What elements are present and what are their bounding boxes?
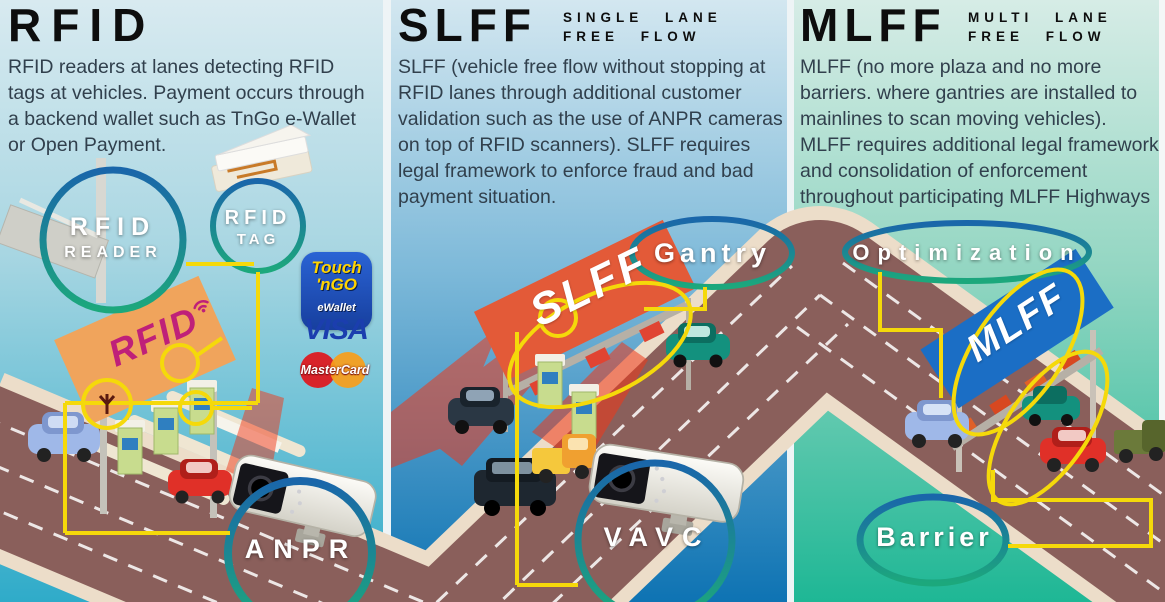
rfid-reader-callout-line1: RFID	[69, 213, 157, 241]
gantry-ellipse	[629, 216, 795, 290]
rfid-tag-callout-line1: RFID	[224, 207, 292, 229]
vavc-callout: VAVC	[603, 522, 711, 552]
car-dark-sedan	[448, 387, 514, 434]
mlff-panel-title: MLFF	[800, 0, 947, 51]
right-edge-border	[1159, 0, 1165, 602]
truck-olive	[1114, 420, 1165, 463]
barrier-ellipse	[856, 493, 1010, 587]
panel-divider-1	[383, 0, 391, 602]
mastercard-orange-circle	[330, 352, 366, 388]
callout-rings	[39, 166, 1092, 602]
anpr-ring	[224, 477, 376, 602]
rfid-reader-callout-line2: READER	[64, 244, 162, 261]
optimization-callout: Optimization	[852, 240, 1082, 265]
optimization-ellipse	[842, 220, 1092, 284]
rfid-reader-callout: RFID READER	[43, 212, 183, 264]
yellow-highlights	[63, 262, 1153, 587]
mastercard-logo: MasterCard	[296, 346, 374, 396]
visa-logo: VISA	[304, 314, 369, 346]
mastercard-logo-text: MasterCard	[300, 363, 370, 377]
vavc-ring	[574, 459, 736, 602]
rfid-reader-ring	[39, 166, 187, 314]
slff-subtitle-line1: SINGLE LANE	[563, 10, 722, 25]
slff-panel-subtitle: SINGLE LANE FREE FLOW	[563, 8, 722, 46]
mlff-subtitle-line2: FREE FLOW	[968, 29, 1106, 44]
tng-logo-text-top: Touch	[311, 258, 362, 277]
slff-subtitle-line2: FREE FLOW	[563, 29, 701, 44]
antenna-icon	[98, 394, 116, 414]
car-red-2	[1040, 427, 1106, 472]
slff-panel-title: SLFF	[398, 0, 537, 51]
gantry-callout: Gantry	[653, 238, 772, 268]
rfid-signal-icon	[180, 277, 219, 325]
mlff-subtitle-line1: MULTI LANE	[968, 10, 1112, 25]
touch-n-go-ewallet-logo: Touch 'nGO eWallet	[301, 252, 372, 330]
toll-booth	[151, 400, 181, 455]
tng-logo-text-bottom: eWallet	[317, 302, 356, 314]
toll-booth	[569, 384, 599, 439]
barrier-callout: Barrier	[876, 522, 993, 552]
plaza-poles	[100, 390, 217, 518]
rfid-panel-title: RFID	[8, 0, 156, 51]
rfid-reader-illustration	[0, 158, 110, 303]
rfid-panel-description: RFID readers at lanes detecting RFID tag…	[8, 56, 365, 156]
slff-panel-description: SLFF (vehicle free flow without stopping…	[398, 56, 783, 208]
toll-booth	[535, 354, 565, 409]
rfid-tag-ring	[210, 178, 306, 274]
toll-booth	[115, 420, 145, 475]
rfid-tag-callout-line2: TAG	[236, 231, 280, 248]
mlff-panel-subtitle: MULTI LANE FREE FLOW	[968, 8, 1112, 46]
rfid-banner: RFID	[82, 289, 227, 384]
tng-logo-text-mid: 'nGO	[316, 275, 357, 294]
mlff-panel-description: MLFF (no more plaza and no more barriers…	[800, 56, 1159, 208]
rfid-tag-illustration	[211, 124, 313, 192]
anpr-callout: ANPR	[244, 534, 358, 564]
truck-orange	[532, 434, 596, 483]
car-light-blue	[905, 400, 969, 448]
rfid-tag-callout: RFID TAG	[210, 206, 306, 250]
car-red	[168, 459, 232, 504]
rfid-gantry-banner	[54, 275, 236, 425]
